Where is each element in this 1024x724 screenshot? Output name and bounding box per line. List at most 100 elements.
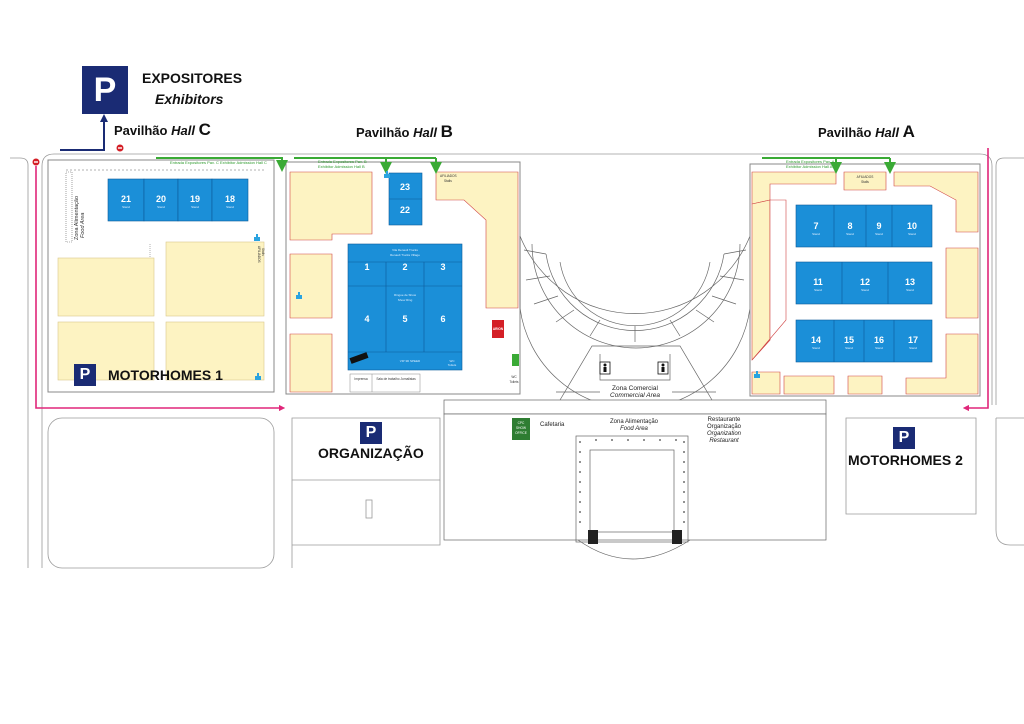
hydrant-icon bbox=[296, 292, 302, 299]
stand-sub-label: Stand bbox=[191, 205, 199, 209]
svg-text:Stalls: Stalls bbox=[261, 248, 265, 256]
stand-sub-label: Stand bbox=[814, 288, 822, 292]
svg-text:Exhibitor Admission Hall C: Exhibitor Admission Hall C bbox=[220, 160, 267, 165]
hall-a-row-2[interactable] bbox=[795, 261, 933, 305]
svg-text:Show Ring: Show Ring bbox=[398, 298, 413, 302]
hall-b-zone-nw bbox=[289, 171, 373, 241]
stand-label: 22 bbox=[400, 205, 410, 215]
stand-label: 6 bbox=[440, 314, 445, 324]
stand-label: 14 bbox=[811, 335, 821, 345]
hydrant-icon bbox=[754, 371, 760, 378]
svg-text:AFILIADOS: AFILIADOS bbox=[257, 246, 261, 263]
hall-b-wc-label: WC bbox=[450, 359, 456, 363]
no-entry-icon bbox=[32, 158, 40, 166]
stand-label: 12 bbox=[860, 277, 870, 287]
stand-label: 15 bbox=[844, 335, 854, 345]
svg-text:Renault Trucks Village: Renault Trucks Village bbox=[390, 253, 420, 257]
hall-c-food-area: Zona Alimentação Food Area bbox=[74, 196, 86, 240]
toilet-icon bbox=[657, 361, 669, 375]
hall-b-zone-sw bbox=[289, 333, 333, 393]
stand-sub-label: Stand bbox=[906, 288, 914, 292]
parking-icon: P bbox=[360, 422, 382, 444]
stand-label: 19 bbox=[190, 194, 200, 204]
parking-icon: P bbox=[893, 427, 915, 449]
svg-text:Stalls: Stalls bbox=[861, 180, 869, 184]
stand-sub-label: Stand bbox=[226, 205, 234, 209]
food-area-label: Zona Alimentação bbox=[610, 419, 659, 425]
hall-a-title: Pavilhão Hall A bbox=[818, 122, 915, 141]
svg-text:Zona Alimentação: Zona Alimentação bbox=[74, 196, 80, 240]
parking-icon: P bbox=[82, 66, 128, 114]
hall-b-title: Pavilhão Hall B bbox=[356, 122, 453, 141]
stand-label: 21 bbox=[121, 194, 131, 204]
hall-b-zone-w bbox=[289, 253, 333, 319]
afiliados-label: AFILIADOS bbox=[440, 174, 457, 178]
stand-label: 13 bbox=[905, 277, 915, 287]
imprensa-label: Imprensa bbox=[354, 377, 368, 381]
stage-block-left bbox=[588, 530, 598, 544]
svg-text:Exhibitor Admission Hall B: Exhibitor Admission Hall B bbox=[318, 164, 365, 169]
svg-text:Toilets: Toilets bbox=[509, 380, 518, 384]
stand-sub-label: Stand bbox=[812, 346, 820, 350]
traffic-route bbox=[35, 148, 989, 412]
hall-c-afiliados: AFILIADOS Stalls bbox=[257, 246, 265, 263]
organization-label: ORGANIZAÇÃO bbox=[318, 445, 424, 461]
hydrant-icon bbox=[254, 234, 260, 241]
hall-c-stands: 21 20 19 18 Stand Stand Stand Stand bbox=[107, 178, 249, 222]
hydrant-icon bbox=[255, 373, 261, 380]
hall-c-zone-1 bbox=[57, 257, 155, 317]
hall-b-stands: 23 22 Vila Renault Trucks Renault Trucks… bbox=[347, 172, 463, 371]
stand-label: 2 bbox=[402, 262, 407, 272]
hydrant-icon bbox=[384, 171, 390, 178]
exhibitor-parking-route bbox=[60, 114, 108, 151]
stand-label: 3 bbox=[440, 262, 445, 272]
stand-21[interactable] bbox=[107, 178, 145, 222]
svg-text:SHOW: SHOW bbox=[516, 426, 526, 430]
entrance-a-label: Entrada Expositores Pav. A bbox=[786, 159, 835, 164]
toilet-icon bbox=[599, 361, 611, 375]
motorhomes-2-label: MOTORHOMES 2 bbox=[848, 452, 963, 468]
sala-jornalistas-label: Sala de trabalho Jornalistas bbox=[376, 377, 416, 381]
arion-label: ARION bbox=[493, 327, 504, 331]
stand-sub-label: Stand bbox=[875, 232, 883, 236]
hall-b-texts: AFILIADOS Stalls Imprensa Sala de trabal… bbox=[354, 174, 519, 384]
hall-c-title: Pavilhão Hall C bbox=[114, 120, 211, 139]
svg-text:Exhibitor Admission Hall A: Exhibitor Admission Hall A bbox=[786, 164, 833, 169]
central-arena bbox=[443, 235, 827, 560]
stand-label: 23 bbox=[400, 182, 410, 192]
stand-sub-label: Stand bbox=[908, 232, 916, 236]
svg-text:Restaurant: Restaurant bbox=[709, 438, 739, 444]
stand-label: 8 bbox=[847, 221, 852, 231]
stand-19[interactable] bbox=[177, 178, 213, 222]
hall-b-stand-block[interactable] bbox=[347, 243, 463, 371]
stand-sub-label: Stand bbox=[909, 346, 917, 350]
stand-sub-label: Stand bbox=[157, 205, 165, 209]
stand-label: 4 bbox=[364, 314, 369, 324]
restaurant-label: Restaurante bbox=[708, 417, 741, 423]
stand-label: 9 bbox=[876, 221, 881, 231]
vip-label: VIP 3D SPEED bbox=[400, 359, 421, 363]
stand-20[interactable] bbox=[143, 178, 179, 222]
hall-b-top-label: Vila Renault Trucks bbox=[392, 248, 418, 252]
exhibitors-title: EXPOSITORES bbox=[142, 70, 243, 86]
motorhomes-1[interactable]: P MOTORHOMES 1 bbox=[74, 364, 223, 386]
wc-sign-label: WC bbox=[511, 375, 517, 379]
arion-stand[interactable] bbox=[492, 320, 504, 338]
exhibitor-entrance-routes bbox=[156, 157, 896, 174]
svg-text:Food Area: Food Area bbox=[620, 426, 648, 432]
cpc-show-office[interactable] bbox=[512, 418, 530, 440]
entrance-b-label: Entrada Expositores Pav. B bbox=[318, 159, 367, 164]
stand-18[interactable] bbox=[211, 178, 249, 222]
stand-label: 10 bbox=[907, 221, 917, 231]
hall-b-mid-label: Ringue de Show bbox=[394, 293, 417, 297]
commercial-area-label: Zona Comercial bbox=[612, 385, 658, 392]
hall-a-stands: 7 8 9 10 11 12 13 14 15 16 17 Stand Stan… bbox=[795, 204, 933, 363]
stand-label: 16 bbox=[874, 335, 884, 345]
cafetaria-label: Cafetaria bbox=[540, 422, 565, 428]
hall-a-row-1[interactable] bbox=[795, 204, 933, 248]
hall-c-zone-4 bbox=[165, 321, 265, 381]
svg-text:OFFICE: OFFICE bbox=[515, 431, 527, 435]
afiliados-label: AFILIADOS bbox=[857, 175, 874, 179]
stand-sub-label: Stand bbox=[122, 205, 130, 209]
